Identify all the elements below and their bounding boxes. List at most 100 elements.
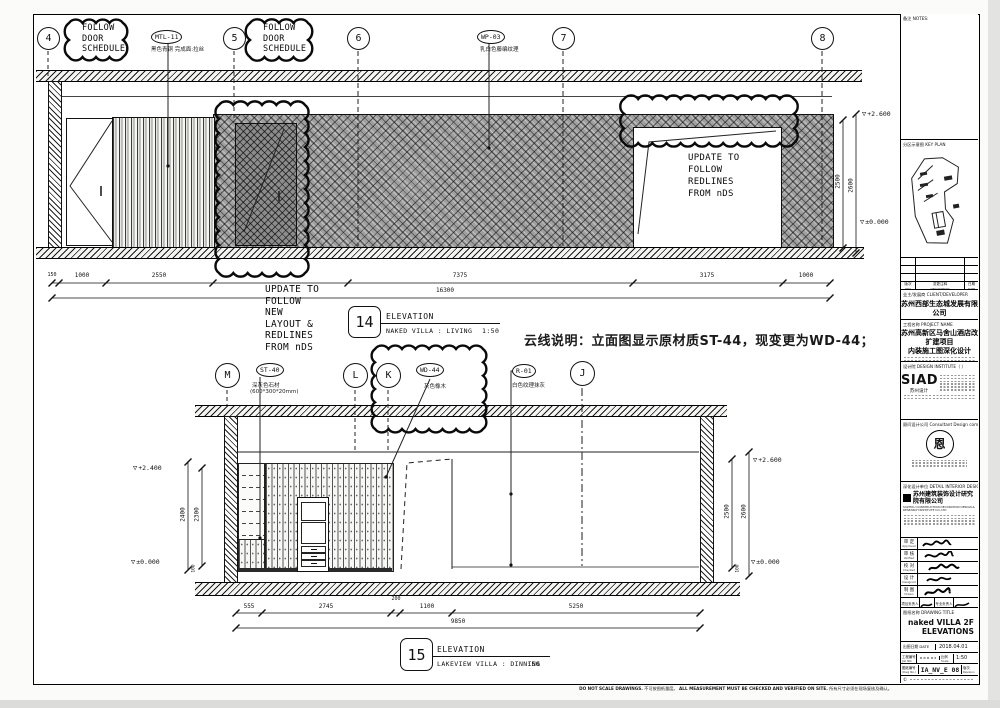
material-desc-st40-2: (600*300*20mm) (250, 389, 299, 395)
material-desc-wp03: 乳白色藤编纹理 (480, 47, 519, 53)
detail-logo (903, 493, 911, 502)
signature-scribble (922, 539, 952, 547)
elevation-title-rule (381, 322, 500, 324)
elevation-subtitle-14: NAKED VILLA : LIVING (386, 327, 473, 335)
grid-bubble-L: L (343, 363, 368, 388)
tb-keyplan-section: 分区示意图 KEY PLAN (901, 140, 978, 258)
disclaimer-cn-1: 不可按图纸量度。 (644, 686, 678, 691)
cabinet-panel-upper (301, 502, 326, 521)
disclaimer-en-2: ALL MEASUREMENT MUST BE CHECKED AND VERI… (679, 686, 828, 691)
client-name-en-illegible (904, 318, 975, 319)
dim-label: 150 (47, 272, 57, 278)
tb-copyright-row: © (901, 676, 978, 683)
leaders-elev15 (237, 370, 699, 570)
drawing-number: IA_NV_E 08 (920, 665, 960, 674)
signature-scribble (920, 602, 933, 607)
elevation-title-14: ELEVATION (386, 312, 434, 321)
detail-company-name: 苏州建筑装饰设计研究院有限公司 (913, 490, 974, 505)
elevation-number-15: 15 (400, 638, 433, 671)
level-triangle-icon: ▽ (751, 558, 756, 566)
tb-institute-header: 设计院 DESIGN INSTITUTE（ ） (903, 363, 966, 369)
cabinet-drawer (301, 560, 326, 567)
grid-bubble-7: 7 (552, 27, 575, 50)
signature-scribble (924, 586, 951, 596)
signature-row-leads: 项目负责人 专业负责人 (901, 598, 978, 607)
siad-logo: SIAD (901, 372, 939, 388)
disclaimer-cn-2: 所有尺寸必须在现场复核及确认。 (829, 686, 892, 691)
dim-total-label: 9850 (450, 618, 466, 625)
keyplan-sketch (911, 157, 960, 244)
wall-column-left-elev14 (48, 81, 62, 250)
tb-keyplan-header: 分区示意图 KEY PLAN (903, 141, 946, 147)
dim-label: 1000 (74, 272, 90, 279)
dim-label: 200 (391, 596, 401, 602)
level-triangle-icon: ▽ (862, 110, 867, 118)
wall-column-left-elev15 (224, 416, 238, 584)
elevation-scale-14: 1:50 (482, 327, 500, 335)
level-triangle-icon: ▽ (133, 464, 138, 472)
tb-client-section: 业主/发展商 CLIENT/DEVELOPER 苏州西部生态城发展有限公司 (901, 290, 978, 320)
signature-scribble (924, 551, 954, 558)
scale-value: 1:50 (956, 655, 968, 661)
disclaimer-en-1: DO NOT SCALE DRAWINGS. (579, 686, 643, 691)
dim-label: 555 (243, 603, 255, 610)
level-marker-right-top-elev15: ▽+2.600 (753, 456, 782, 464)
elevation-title-rule (433, 656, 550, 658)
ceiling-band-elev14 (36, 70, 862, 82)
material-desc-mtl11: 黑色青铜 完成面:拉丝 (151, 47, 205, 53)
elevation-scale-15: :50 (527, 660, 540, 668)
dim-label: 5250 (568, 603, 584, 610)
material-desc-st40-1: 深灰色石材 (252, 383, 280, 389)
dim-label: 2550 (151, 272, 167, 279)
elevation-subtitle-15: LAKEVIEW VILLA : DINNING (437, 660, 541, 668)
drawing-title-line2: ELEVATIONS (921, 626, 974, 636)
level-triangle-icon: ▽ (753, 456, 758, 464)
base-block-elev15 (238, 539, 265, 571)
job-number-illegible (917, 655, 940, 661)
consultant-address-illegible (901, 459, 978, 467)
tb-project-section: 工程名称 PROJECT NAME 苏州高新区马舍山酒店改扩建项目 内装施工图深… (901, 320, 978, 362)
wood-slat-wall-elev15 (265, 463, 394, 572)
institute-address-illegible (937, 373, 978, 394)
cabinet-drawer (301, 553, 326, 560)
date-value: 2018.04.01 (939, 644, 968, 650)
tb-drawing-title-header: 图纸名称 DRAWING TITLE (903, 609, 955, 615)
consultant-logo: 恩 (925, 429, 954, 458)
client-name: 苏州西部生态城发展有限公司 (901, 299, 978, 317)
tb-institute-section: 设计院 DESIGN INSTITUTE（ ） SIAD 苏州设计 (901, 362, 978, 420)
dim-label: 1100 (419, 603, 435, 610)
project-name-en-illegible (904, 356, 975, 359)
grid-lines-elev15 (226, 388, 583, 566)
material-desc-r01: 白色纹理抹灰 (512, 383, 546, 389)
dim-total-label: 16300 (435, 287, 455, 294)
cabinet-drawer (301, 546, 326, 553)
elevation-number-14: 14 (348, 306, 381, 338)
floor-band-elev15 (195, 582, 740, 596)
signature-scribble (954, 601, 970, 607)
revision-row-empty (901, 258, 978, 266)
wood-slat-panel-elev14 (112, 117, 215, 248)
grid-bubble-8: 8 (811, 27, 834, 50)
material-callout-wd44: WD-44 (416, 363, 444, 377)
grid-bubble-M: M (215, 363, 240, 388)
project-name-2: 内装施工图深化设计 (908, 346, 971, 355)
tb-detail-header: 深化设计单位 DETAIL INTERIOR DESIGN (903, 483, 978, 489)
ticks-elev14 (48, 110, 860, 302)
drawing-title-line1: naked VILLA 2F (908, 617, 974, 627)
dims-elev14 (52, 114, 857, 299)
tb-detail-design-section: 深化设计单位 DETAIL INTERIOR DESIGN 苏州建筑装饰设计研究… (901, 482, 978, 538)
level-marker-bottom-elev14: ▽±0.000 (860, 218, 889, 226)
cabinet-elev15 (297, 497, 329, 572)
dim-label: 2745 (318, 603, 334, 610)
